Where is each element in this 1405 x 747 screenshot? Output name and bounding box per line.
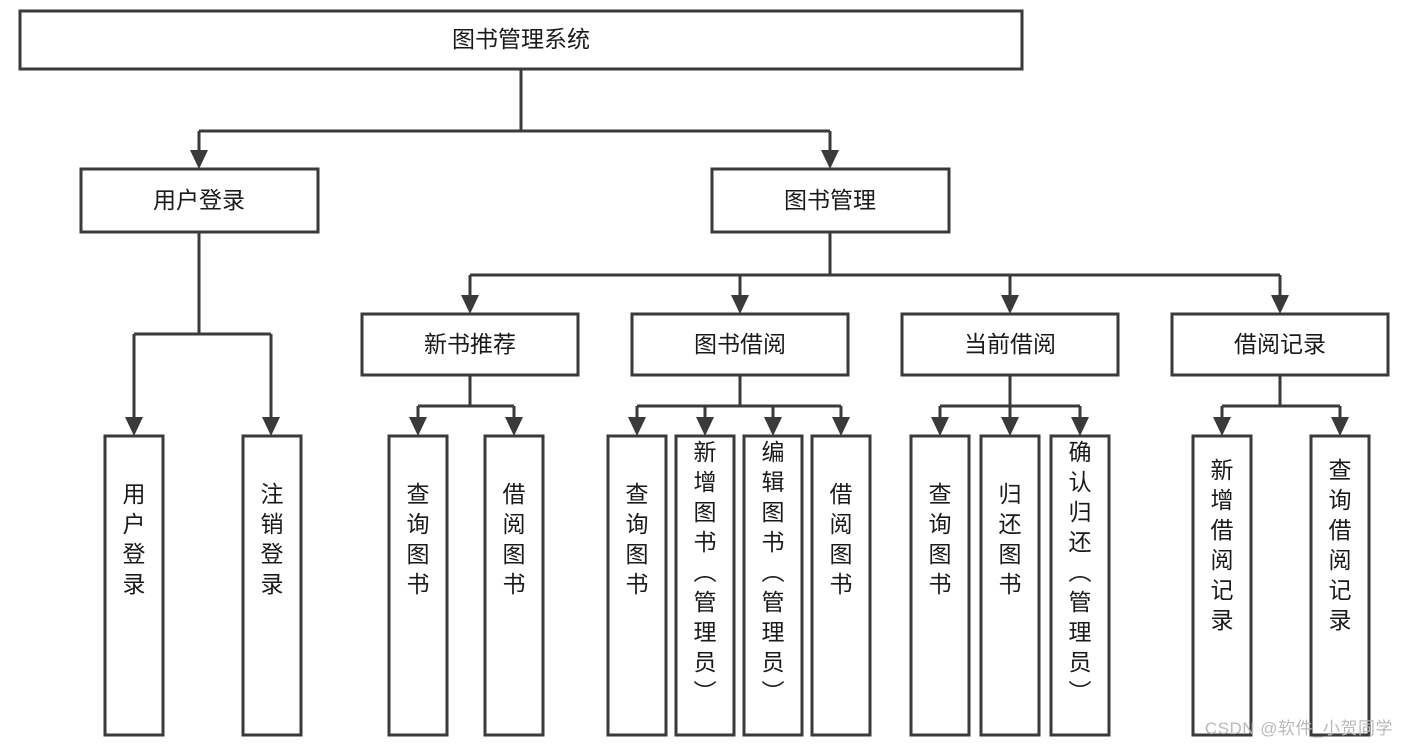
arrowhead-leaf-user-login [125, 417, 143, 436]
leaf-edit-book-label: 编辑图书︵管理员︶ [762, 439, 785, 705]
leaf-user-login-label: 用户登录 [123, 481, 146, 597]
leaf-query-book-3-label: 查询图书 [929, 481, 952, 597]
node-book-management[interactable]: 图书管理 [710, 167, 951, 234]
leaf-confirm-return-label: 确认归还︵管理员︶ [1069, 439, 1092, 705]
borrow-record-box[interactable] [1170, 312, 1390, 377]
node-leaf-user-login[interactable]: 用户登录 [103, 434, 165, 737]
node-borrow-record[interactable]: 借阅记录 [1170, 312, 1390, 377]
arrowhead-borrow-record [1271, 295, 1289, 314]
node-leaf-query-record[interactable]: 查询借阅记录 [1309, 434, 1371, 737]
arrowhead-leaf-query-book-3 [931, 417, 949, 436]
leaf-nodes-layer: 用户登录 注销登录 查询图书 借阅图书 查询图书 新增图书︵管理员︶ 编辑图书︵… [103, 434, 1371, 737]
leaf-add-book-label: 新增图书︵管理员︶ [694, 439, 717, 705]
node-leaf-borrow-book-2[interactable]: 借阅图书 [810, 434, 872, 737]
arrowhead-current-borrow [1001, 295, 1019, 314]
leaf-logout-box[interactable] [241, 434, 303, 737]
leaf-query-book-3-box[interactable] [909, 434, 971, 737]
new-book-recommend-label: 新书推荐 [424, 331, 516, 357]
node-book-borrow[interactable]: 图书借阅 [630, 312, 850, 377]
node-root[interactable]: 图书管理系统 [18, 9, 1024, 71]
root-label: 图书管理系统 [452, 26, 590, 52]
leaf-add-record-box[interactable] [1191, 434, 1253, 737]
arrowhead-leaf-edit-book [764, 417, 782, 436]
leaf-borrow-book-2-label: 借阅图书 [830, 481, 853, 597]
leaf-add-book-box[interactable] [674, 434, 736, 737]
arrowhead-leaf-borrow-book-2 [832, 417, 850, 436]
node-leaf-edit-book[interactable]: 编辑图书︵管理员︶ [742, 434, 804, 737]
arrowhead-leaf-query-book-1 [409, 417, 427, 436]
book-management-box[interactable] [710, 167, 951, 234]
leaf-return-book-label: 归还图书 [999, 481, 1022, 597]
leaf-query-book-2-label: 查询图书 [626, 481, 649, 597]
node-leaf-add-book[interactable]: 新增图书︵管理员︶ [674, 434, 736, 737]
root-box[interactable] [18, 9, 1024, 71]
arrowhead-leaf-confirm-return [1071, 417, 1089, 436]
arrowhead-leaf-add-book [696, 417, 714, 436]
leaf-query-book-1-label: 查询图书 [407, 481, 430, 597]
node-leaf-borrow-book-1[interactable]: 借阅图书 [483, 434, 545, 737]
arrowhead-new-book-recommend [461, 295, 479, 314]
arrowhead-leaf-borrow-book-1 [505, 417, 523, 436]
connector-layer [125, 69, 1349, 436]
leaf-query-book-1-box[interactable] [387, 434, 449, 737]
node-user-login[interactable]: 用户登录 [79, 167, 320, 234]
leaf-borrow-book-1-label: 借阅图书 [503, 481, 526, 597]
leaf-add-record-label: 新增借阅记录 [1211, 457, 1234, 633]
leaf-query-record-label: 查询借阅记录 [1329, 457, 1352, 633]
user-login-label: 用户登录 [153, 187, 245, 213]
current-borrow-box[interactable] [900, 312, 1120, 377]
node-leaf-add-record[interactable]: 新增借阅记录 [1191, 434, 1253, 737]
current-borrow-label: 当前借阅 [964, 331, 1056, 357]
arrowhead-leaf-add-record [1213, 417, 1231, 436]
arrowhead-user-login [190, 150, 208, 169]
arrowhead-leaf-query-book-2 [628, 417, 646, 436]
leaf-edit-book-box[interactable] [742, 434, 804, 737]
node-leaf-query-book-3[interactable]: 查询图书 [909, 434, 971, 737]
leaf-return-book-box[interactable] [979, 434, 1041, 737]
arrowhead-leaf-logout [262, 417, 280, 436]
arrowhead-leaf-return-book [1001, 417, 1019, 436]
node-leaf-logout[interactable]: 注销登录 [241, 434, 303, 737]
leaf-query-record-box[interactable] [1309, 434, 1371, 737]
node-leaf-return-book[interactable]: 归还图书 [979, 434, 1041, 737]
new-book-recommend-box[interactable] [360, 312, 580, 377]
arrowhead-leaf-query-record [1331, 417, 1349, 436]
node-leaf-query-book-1[interactable]: 查询图书 [387, 434, 449, 737]
book-management-label: 图书管理 [784, 187, 876, 213]
leaf-user-login-box[interactable] [103, 434, 165, 737]
leaf-query-book-2-box[interactable] [606, 434, 668, 737]
leaf-borrow-book-2-box[interactable] [810, 434, 872, 737]
csdn-watermark: CSDN @软件_小贺同学 [1204, 719, 1393, 738]
book-borrow-label: 图书借阅 [694, 331, 786, 357]
node-leaf-confirm-return[interactable]: 确认归还︵管理员︶ [1049, 434, 1111, 737]
node-new-book-recommend[interactable]: 新书推荐 [360, 312, 580, 377]
leaf-confirm-return-box[interactable] [1049, 434, 1111, 737]
node-current-borrow[interactable]: 当前借阅 [900, 312, 1120, 377]
user-login-box[interactable] [79, 167, 320, 234]
leaf-logout-label: 注销登录 [261, 481, 284, 597]
node-leaf-query-book-2[interactable]: 查询图书 [606, 434, 668, 737]
arrowhead-book-borrow [731, 295, 749, 314]
book-borrow-box[interactable] [630, 312, 850, 377]
arrowhead-book-mgmt [821, 150, 839, 169]
borrow-record-label: 借阅记录 [1234, 331, 1326, 357]
leaf-borrow-book-1-box[interactable] [483, 434, 545, 737]
